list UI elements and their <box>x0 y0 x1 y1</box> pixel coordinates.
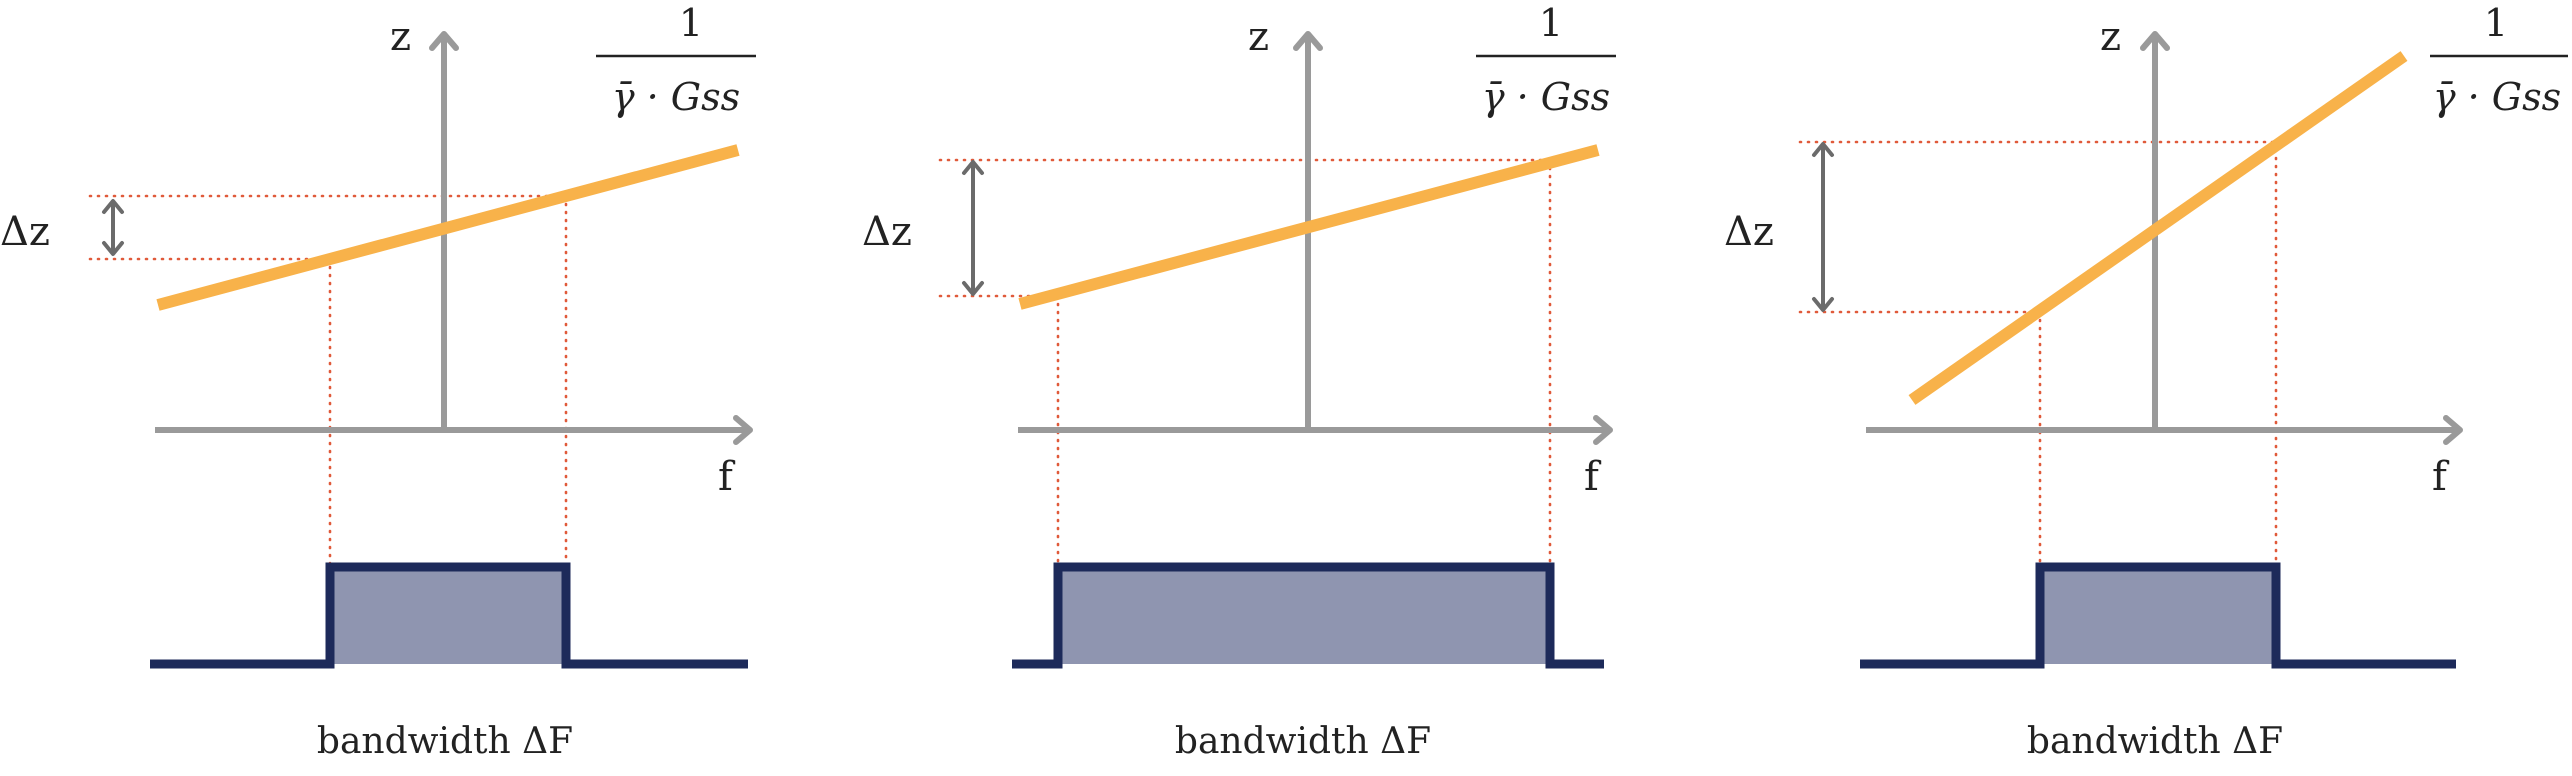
delta-z-arrow <box>962 160 984 296</box>
bandwidth-profile-fill <box>333 570 563 664</box>
f-axis-arrowhead <box>2443 415 2463 445</box>
fraction-denominator: γ̄ · Gss <box>1482 75 1610 119</box>
f-axis-arrowhead <box>733 415 753 445</box>
gradient-ramp-line <box>1908 51 2408 405</box>
z-axis-arrowhead <box>1293 31 1323 51</box>
fraction-denominator: γ̄ · Gss <box>612 75 740 119</box>
bandwidth-profile-fill <box>2043 570 2273 664</box>
f-axis-label: f <box>1584 454 1602 500</box>
slope-fraction: 1 γ̄ · Gss <box>1476 1 1616 119</box>
gradient-ramp-line <box>156 144 740 311</box>
delta-z-label: Δz <box>862 209 912 255</box>
bandwidth-label: bandwidth ΔF <box>1175 721 1431 762</box>
delta-z-arrow <box>1812 142 1834 312</box>
z-axis-label: z <box>1248 14 1269 60</box>
bandwidth-profile-outline <box>150 562 748 669</box>
fraction-numerator: 1 <box>2484 1 2508 45</box>
f-axis-label: f <box>2432 454 2450 500</box>
z-axis-arrowhead <box>2140 31 2170 51</box>
fraction-numerator: 1 <box>679 1 703 45</box>
delta-z-label: Δz <box>1724 209 1774 255</box>
z-axis-label: z <box>2100 14 2121 60</box>
panel-3: z f Δz bandwidth ΔF 1 γ̄ · Gss <box>1724 1 2568 762</box>
slope-fraction: 1 γ̄ · Gss <box>2430 1 2568 119</box>
bandwidth-label: bandwidth ΔF <box>2027 721 2283 762</box>
fraction-numerator: 1 <box>1539 1 1563 45</box>
bandwidth-label: bandwidth ΔF <box>317 721 573 762</box>
f-axis-arrowhead <box>1593 415 1613 445</box>
fraction-denominator: γ̄ · Gss <box>2433 75 2561 119</box>
slope-fraction: 1 γ̄ · Gss <box>596 1 756 119</box>
z-axis-arrowhead <box>429 31 459 51</box>
bandwidth-profile-outline <box>1012 562 1604 669</box>
bandwidth-profile-fill <box>1061 570 1547 664</box>
f-axis-label: f <box>718 454 736 500</box>
panel-2: z f Δz bandwidth ΔF 1 γ̄ · Gss <box>862 1 1616 762</box>
bandwidth-profile-outline <box>1860 562 2456 669</box>
delta-z-arrow <box>102 199 124 256</box>
panel-1: z f Δz bandwidth ΔF 1 γ̄ · Gss <box>0 1 756 762</box>
gradient-ramp-line <box>1018 144 1600 310</box>
delta-z-label: Δz <box>0 209 50 255</box>
z-axis-label: z <box>390 14 411 60</box>
